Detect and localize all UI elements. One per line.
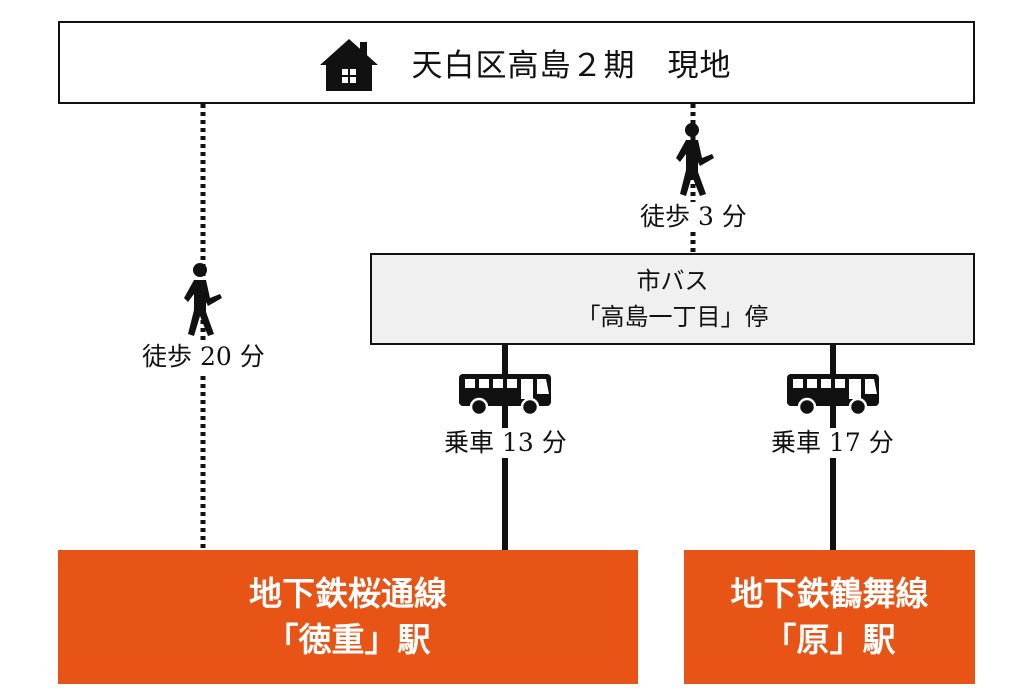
bus-stop-box: 市バス 「高島一丁目」停 — [370, 253, 975, 345]
station-hara: 地下鉄鶴舞線 「原」駅 — [684, 550, 975, 684]
destination-box: 天白区高島２期 現地 — [58, 21, 975, 104]
bus-right-label: 乗車 17 分 — [769, 428, 896, 458]
station-line-name: 地下鉄桜通線 — [249, 574, 447, 613]
bus-icon — [459, 374, 551, 417]
station-line-name: 地下鉄鶴舞線 — [730, 574, 929, 613]
station-name: 「原」駅 — [763, 620, 896, 659]
bus-stop-name: 「高島一丁目」停 — [576, 303, 769, 331]
station-tokushige: 地下鉄桜通線 「徳重」駅 — [58, 550, 638, 684]
bus-stop-type: 市バス — [636, 267, 709, 295]
walking-person-icon — [184, 263, 222, 336]
walk-direct-label: 徒歩 20 分 — [140, 342, 267, 372]
station-name: 「徳重」駅 — [265, 620, 431, 659]
bus-left-label: 乗車 13 分 — [442, 428, 569, 458]
walk-to-bus-label: 徒歩 3 分 — [638, 202, 749, 232]
destination-title: 天白区高島２期 現地 — [411, 48, 732, 84]
house-icon — [320, 39, 378, 91]
walking-person-icon — [676, 123, 714, 196]
bus-icon — [787, 374, 879, 417]
